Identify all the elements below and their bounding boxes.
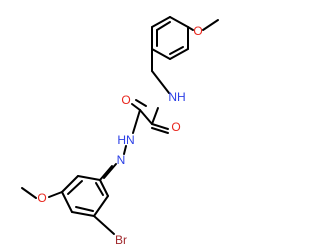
bond-ring-bottom-inner-31 [95,182,104,196]
bond-n-ch-double-22 [99,165,113,181]
bond-n-ch-21 [103,163,117,179]
bond-ring-top-1 [169,16,189,28]
bond-c-br-34 [93,215,115,235]
atom-o-top-methoxy: O [193,24,202,38]
bond-c2-nh-19 [132,109,141,134]
bond-c2-o-15 [131,103,141,111]
bond-ring-bottom-26 [71,211,95,217]
bond-ring-bottom-inner-29 [67,180,83,195]
bond-ring-bottom-27 [93,195,109,217]
atom-nh-amide: NH [168,90,185,104]
bond-ring-top-4 [151,48,171,60]
bond-ring-bottom-23 [77,175,101,181]
bond-ring-bottom-28 [99,179,109,197]
bond-ring-bottom-25 [61,191,73,213]
bond-ring-nh-12 [151,70,170,94]
bond-methoxy-top-10 [202,19,219,31]
bond-ring-top-0 [151,16,171,28]
bond-nh-c1-13 [151,107,159,125]
atom-o-carbonyl-1: O [121,93,130,107]
atom-o-methoxy-left: O [37,191,46,205]
bond-methoxy-top-9 [187,26,194,31]
bond-ring-bottom-24 [61,175,79,193]
bond-ring-top-inner-6 [156,21,171,31]
bond-ring-bottom-inner-30 [75,206,94,212]
bond-ring-top-3 [169,48,189,60]
bond-n-n-20 [123,145,127,155]
atom-br: Br [115,233,127,247]
bond-methoxy-left-33 [21,187,37,199]
bond-layer [21,16,219,235]
bond-methoxy-left-32 [48,191,63,198]
bond-c1-o-17 [151,123,169,130]
atom-o-carbonyl-2: O [171,120,180,134]
bond-c1-c2-14 [139,109,153,125]
atom-hn-hydrazide: HN [117,133,134,147]
atom-label-layer: O O NH O HN N O Br [37,24,202,247]
bond-c2-o-double-16 [135,99,147,107]
chemical-structure: O O NH O HN N O Br [21,16,219,247]
bond-ring-top-inner-7 [169,46,184,55]
atom-n-imine: N [117,153,126,167]
bond-c1-o-double-18 [151,127,169,134]
